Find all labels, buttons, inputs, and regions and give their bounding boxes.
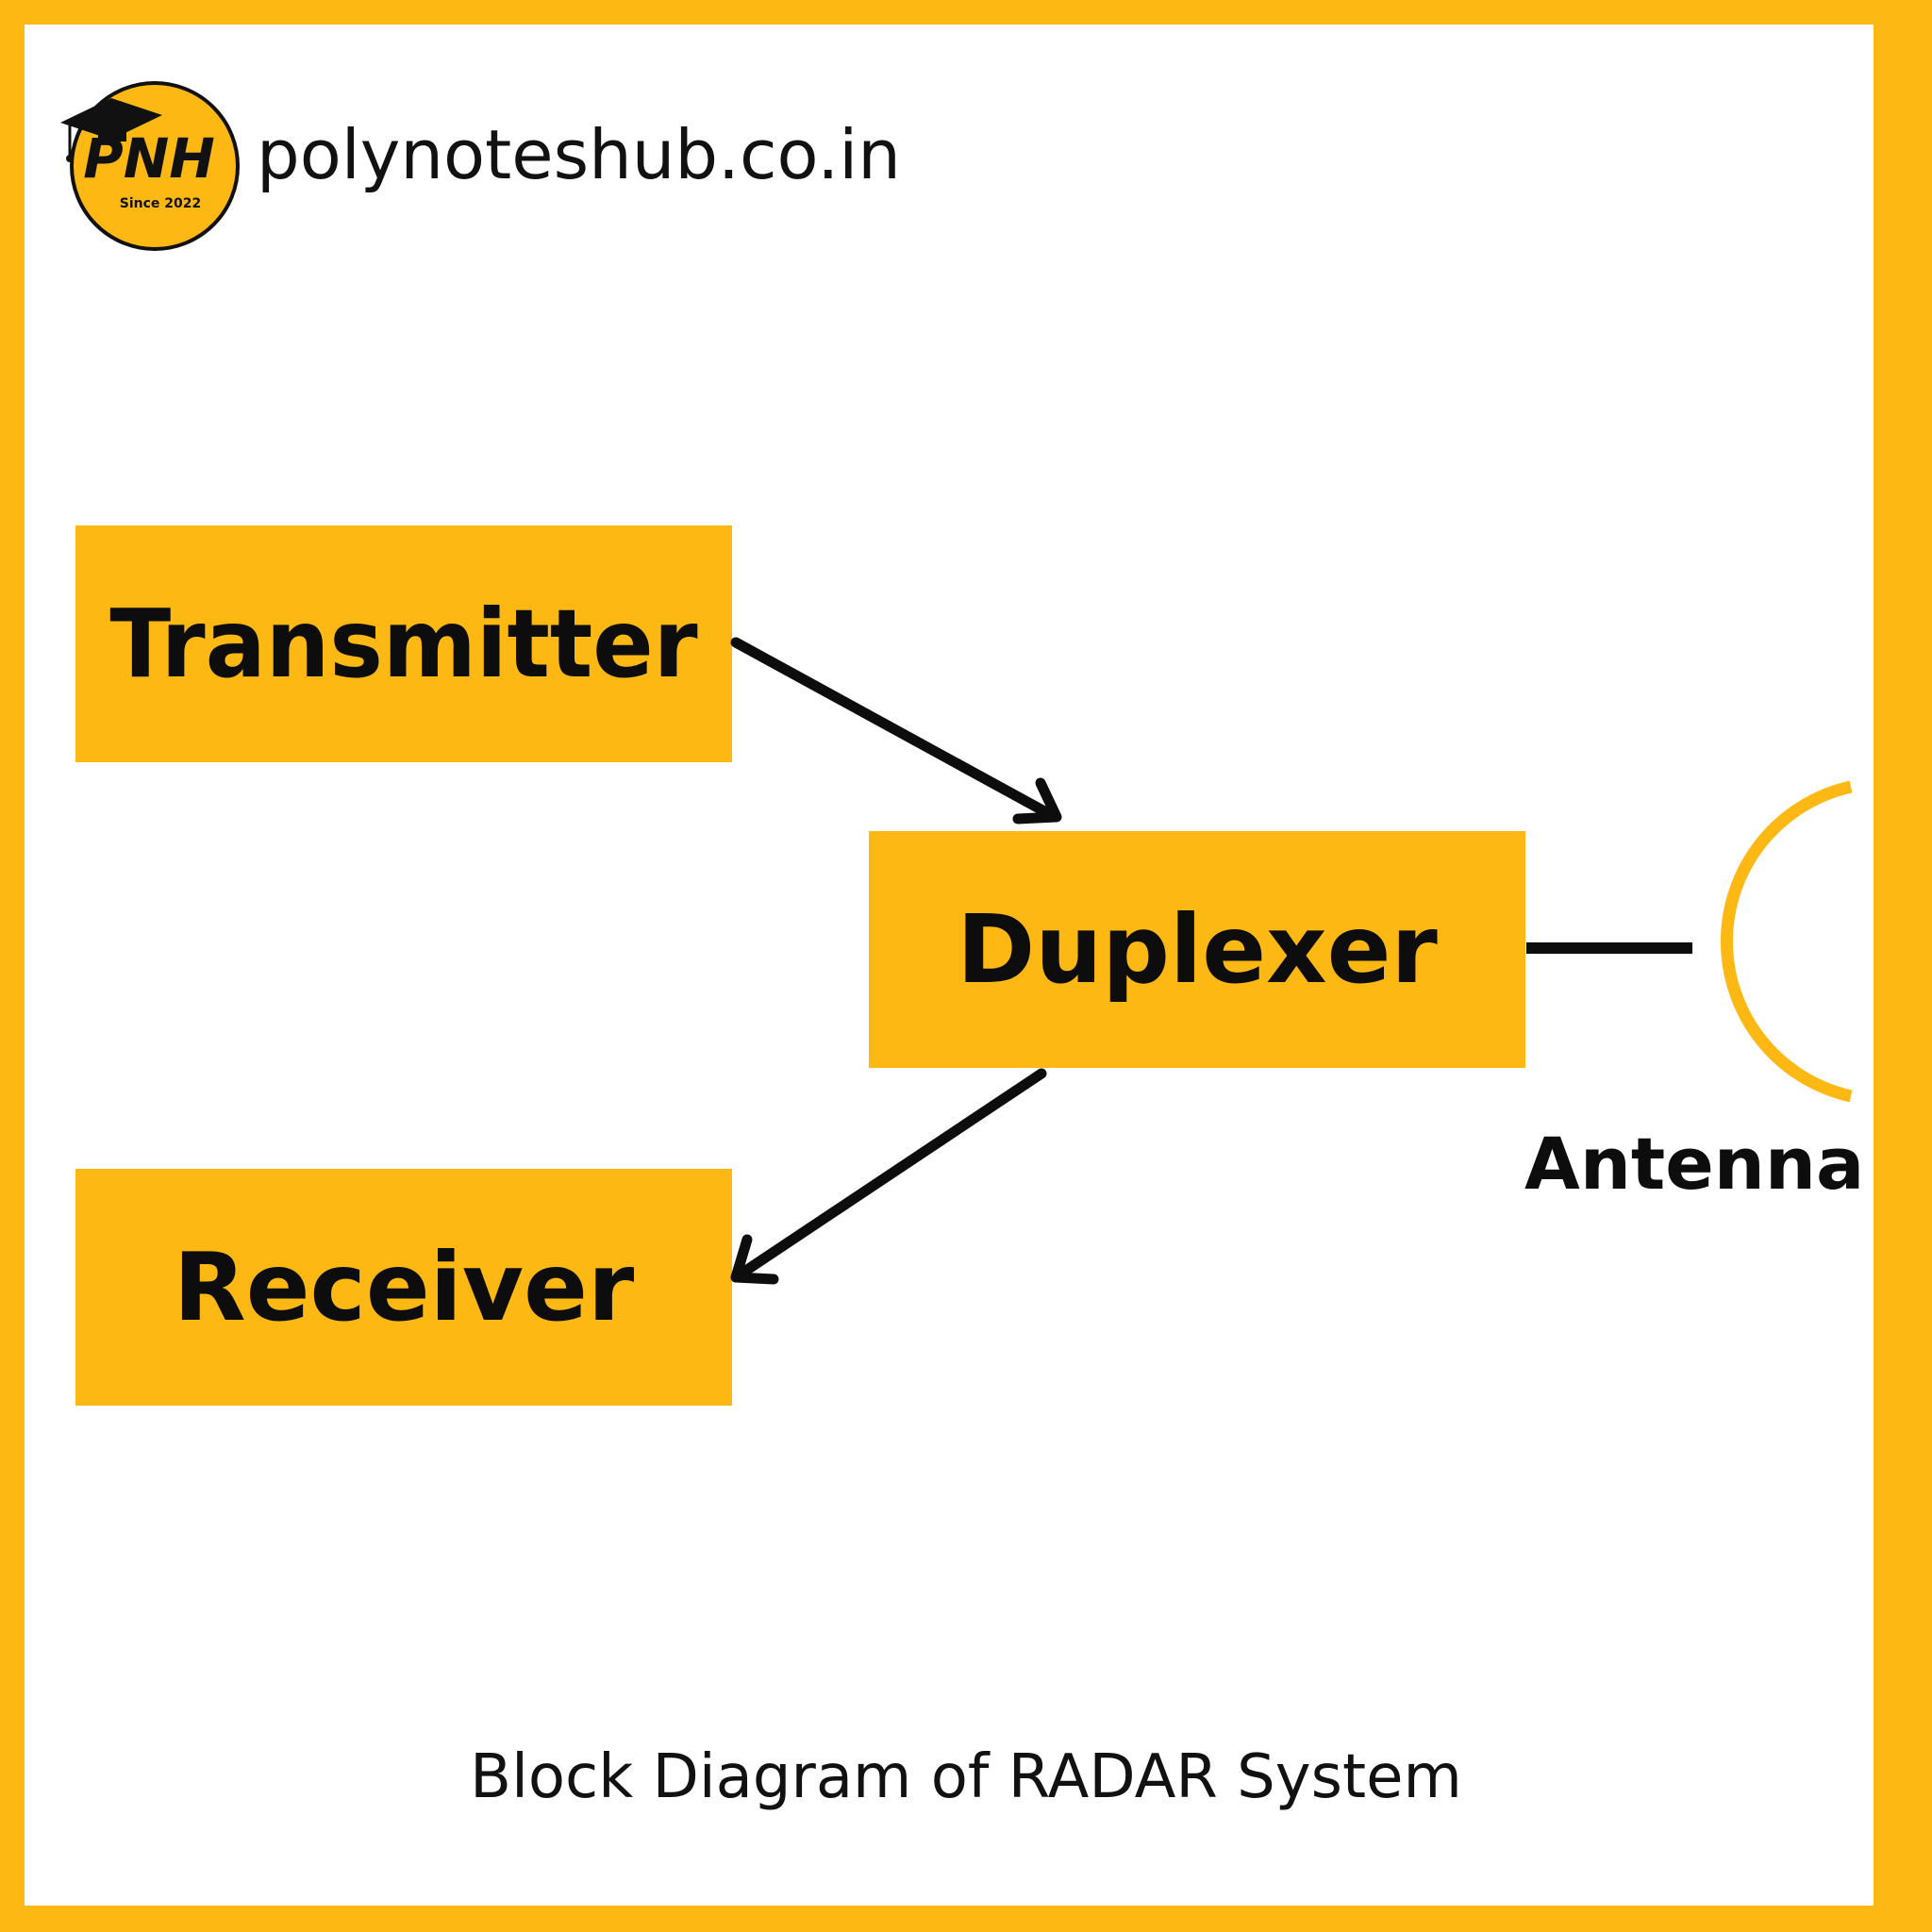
- logo-since: Since 2022: [120, 196, 201, 211]
- receiver-block: Receiver: [75, 1169, 732, 1406]
- pnh-logo: PNH Since 2022: [60, 81, 240, 251]
- transmitter-block: Transmitter: [75, 525, 732, 762]
- duplexer-block: Duplexer: [869, 831, 1525, 1068]
- antenna-label: Antenna: [1524, 1122, 1865, 1206]
- logo-text: PNH: [83, 126, 215, 191]
- duplexer-label: Duplexer: [957, 894, 1438, 1005]
- site-url[interactable]: polynoteshub.co.in: [257, 115, 901, 194]
- receiver-label: Receiver: [173, 1232, 635, 1342]
- transmitter-label: Transmitter: [109, 589, 698, 699]
- graduation-cap-icon: [60, 98, 162, 162]
- diagram-caption: Block Diagram of RADAR System: [470, 1742, 1462, 1812]
